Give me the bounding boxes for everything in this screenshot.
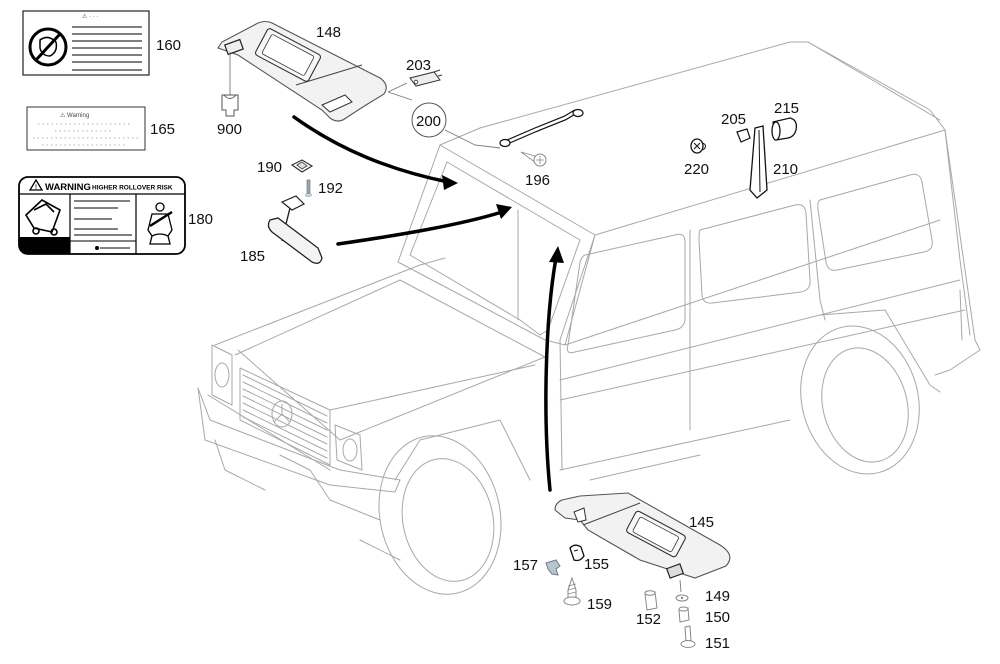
part-number[interactable]: 220 (684, 161, 709, 178)
clip-203[interactable] (409, 69, 443, 87)
grab-handle-196[interactable] (499, 108, 584, 148)
assembly-callout-200[interactable] (411, 102, 447, 138)
pad-205[interactable] (736, 128, 751, 143)
roller-215[interactable] (771, 117, 798, 141)
part-number[interactable]: 192 (318, 180, 343, 197)
warning-label-180[interactable]: ! WARNING HIGHER ROLLOVER RISK (18, 176, 186, 255)
arrowhead-icon (496, 204, 512, 219)
part-number[interactable]: 215 (774, 100, 799, 117)
warning-subheading: HIGHER ROLLOVER RISK (92, 185, 173, 192)
arrow-145-to-windshield (544, 256, 558, 492)
part-number[interactable]: 200 (416, 113, 441, 130)
part-number[interactable]: 149 (705, 588, 730, 605)
clip-900[interactable] (221, 94, 239, 117)
assembly-arrows (292, 115, 564, 492)
part-number[interactable]: 165 (150, 121, 175, 138)
part-number[interactable]: 150 (705, 609, 730, 626)
part-number[interactable]: 210 (773, 161, 798, 178)
part-number[interactable]: 151 (705, 635, 730, 652)
part-number[interactable]: 145 (689, 514, 714, 531)
arrowhead-icon (549, 246, 564, 263)
arrow-148-to-windshield (292, 115, 450, 184)
cover-190[interactable] (290, 159, 314, 173)
spacer-150[interactable] (678, 606, 690, 623)
part-number[interactable]: 159 (587, 596, 612, 613)
screw-192[interactable] (305, 179, 312, 197)
part-number[interactable]: 152 (636, 611, 661, 628)
rearview-mirror-185[interactable] (267, 195, 323, 264)
rollover-car-icon (24, 199, 61, 236)
screw-151[interactable] (680, 625, 696, 648)
part-number[interactable]: 185 (240, 248, 265, 265)
sun-visor-148[interactable] (217, 20, 387, 122)
washer-149[interactable] (675, 594, 689, 602)
part-number[interactable]: 205 (721, 111, 746, 128)
strap-210[interactable] (749, 125, 768, 199)
part-number[interactable]: 180 (188, 211, 213, 228)
part-number[interactable]: 190 (257, 159, 282, 176)
arrow-185-to-windshield (336, 210, 504, 246)
part-number[interactable]: 196 (525, 172, 550, 189)
cap-220[interactable] (690, 138, 706, 154)
part-number[interactable]: 900 (217, 121, 242, 138)
part-number[interactable]: 148 (316, 24, 341, 41)
part-number[interactable]: 160 (156, 37, 181, 54)
bushing-152[interactable] (644, 590, 658, 611)
warning-triangle-icon (28, 178, 44, 191)
arrowhead-icon (442, 175, 458, 190)
clip-157[interactable] (545, 559, 561, 576)
screw-196[interactable] (520, 151, 547, 167)
warning-label-165[interactable]: ⚠ Warning (26, 106, 146, 151)
part-number[interactable]: 157 (513, 557, 538, 574)
clip-155[interactable] (569, 544, 585, 562)
part-number[interactable]: 155 (584, 556, 609, 573)
part-number[interactable]: 203 (406, 57, 431, 74)
label-165-heading: ⚠ Warning (60, 112, 89, 119)
sun-visor-145[interactable] (554, 492, 731, 579)
svg-text:!: ! (35, 185, 37, 191)
screw-159[interactable] (563, 576, 581, 606)
svg-text:⚠ · · ·: ⚠ · · · (82, 13, 98, 20)
warning-heading: WARNING (45, 182, 91, 193)
vehicle-outline (197, 41, 981, 595)
seatbelt-person-icon (147, 202, 173, 245)
part-number-labels: 160 165 180 148 900 203 200 190 192 185 … (150, 24, 799, 652)
warning-label-160[interactable]: ⚠ · · · (22, 10, 150, 76)
